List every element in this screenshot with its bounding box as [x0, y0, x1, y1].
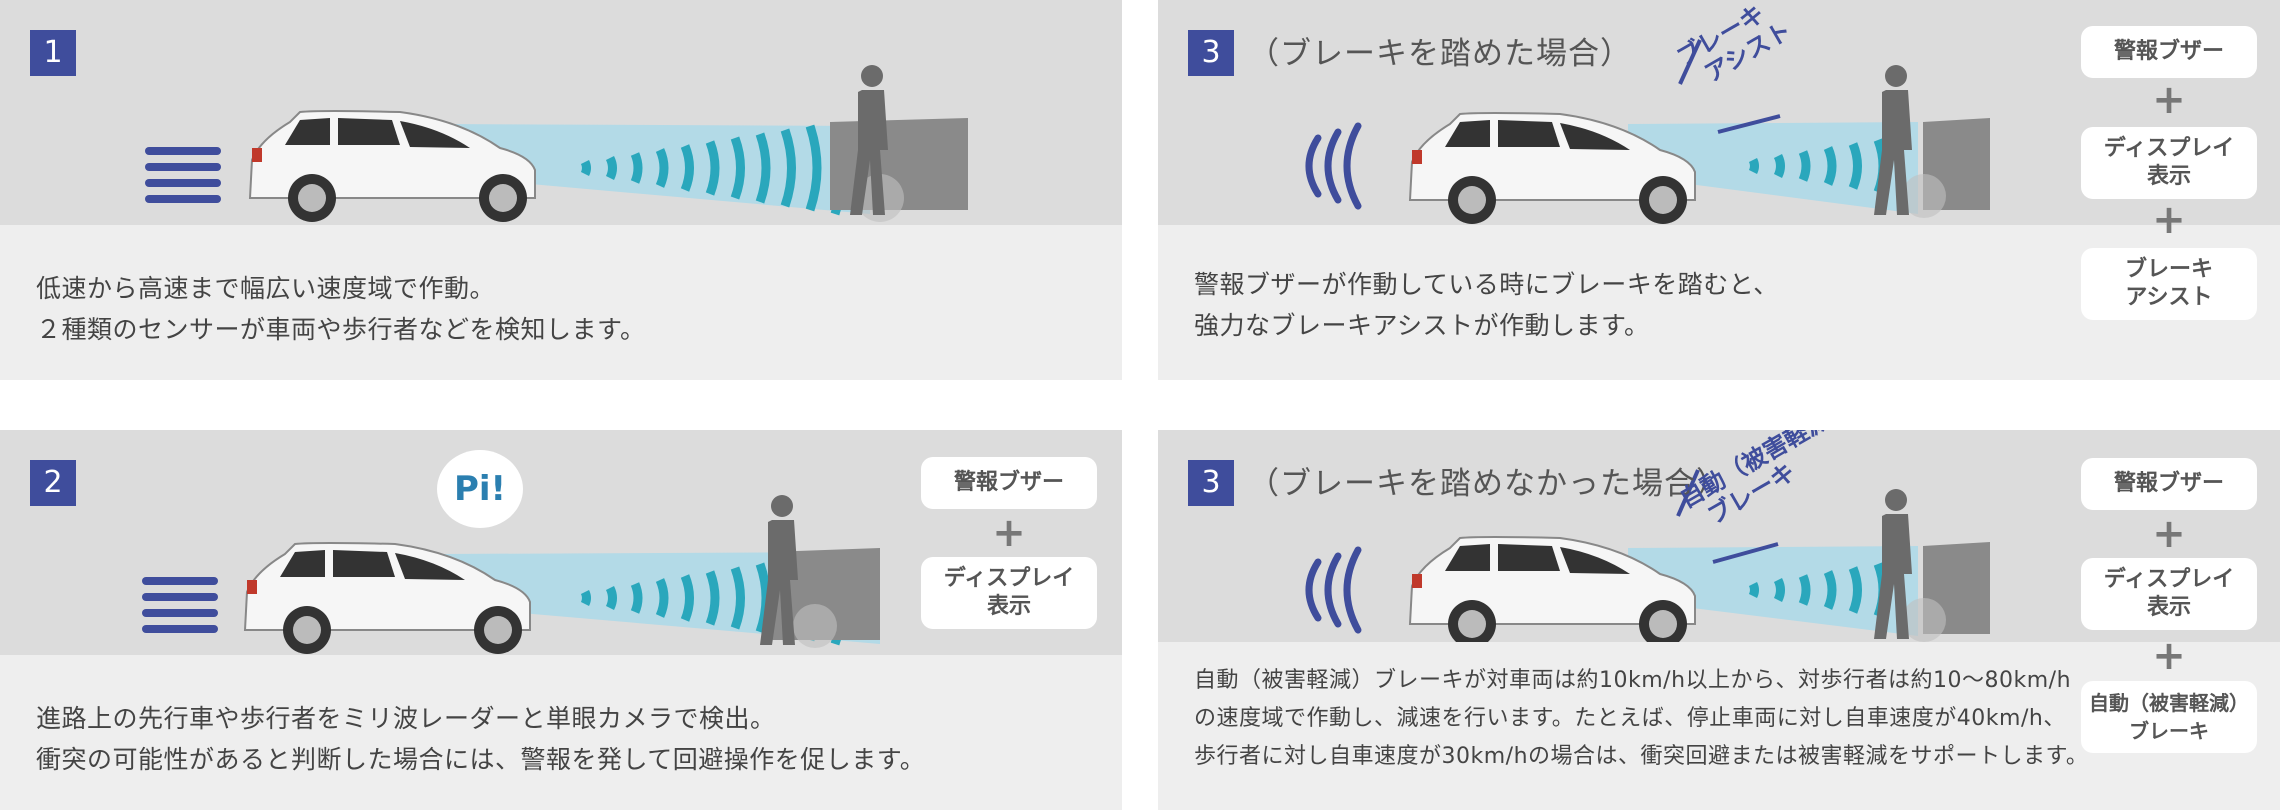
scene-3a-graphic	[1305, 39, 1990, 224]
description-1: 低速から高速まで幅広い速度域で作動。 ２種類のセンサーが車両や歩行者などを検知し…	[0, 225, 1122, 380]
buzzer-sound-icon	[1305, 546, 1362, 634]
panel-2: Pi! 2 警報ブザー + ディスプレイ 表示 進路上の先行車や歩行者をミリ波レ…	[0, 430, 1122, 810]
step-number: 3	[1188, 30, 1234, 76]
plus-sign: +	[2152, 633, 2186, 679]
scene-3b: 3 （ブレーキを踏めなかった場合） 自動（被害軽減） ブレーキ 警報ブザー + …	[1158, 430, 2280, 642]
alert-box-buzzer: 警報ブザー	[921, 457, 1097, 509]
description-3b: + 自動（被害軽減） ブレーキ 自動（被害軽減）ブレーキが対車両は約10km/h…	[1158, 636, 2280, 810]
car-icon	[243, 542, 531, 654]
step-number: 2	[30, 460, 76, 506]
plus-sign: +	[2152, 77, 2186, 123]
description-line: 警報ブザーが作動している時にブレーキを踏むと、	[1194, 270, 1779, 299]
radar-beam	[1628, 546, 1918, 636]
car-icon	[1408, 112, 1696, 224]
plus-sign: +	[992, 510, 1026, 556]
alert-box-auto-brake: 自動（被害軽減） ブレーキ	[2081, 681, 2257, 753]
step-number: 3	[1188, 460, 1234, 506]
scene-3a: 3 （ブレーキを踏めた場合） ブレーキ アシスト 警報ブザー + ディスプレイ …	[1158, 0, 2280, 225]
pedestrian-icon	[760, 495, 798, 645]
alert-box-display: ディスプレイ 表示	[921, 557, 1097, 629]
scene-1: 1	[0, 0, 1122, 225]
pedestrian-icon	[1874, 65, 1912, 215]
description-line: 強力なブレーキアシストが作動します。	[1194, 311, 1650, 340]
description-line: 自動（被害軽減）ブレーキが対車両は約10km/h以上から、対歩行者は約10〜80…	[1194, 668, 2072, 693]
scene-2: Pi! 2 警報ブザー + ディスプレイ 表示	[0, 430, 1122, 655]
description-line: 衝突の可能性があると判断した場合には、警報を発して回避操作を促します。	[36, 745, 926, 774]
panel-1: 1 低速から高速まで幅広い速度域で作動。 ２種類のセンサーが車両や歩行者などを検…	[0, 0, 1122, 380]
alert-box-buzzer: 警報ブザー	[2081, 26, 2257, 78]
buzzer-sound-icon	[1305, 122, 1362, 210]
description-line: 進路上の先行車や歩行者をミリ波レーダーと単眼カメラで検出。	[36, 704, 776, 733]
obstacle-vehicle-icon	[1902, 118, 1990, 218]
panel-3-brake-not-pressed: 3 （ブレーキを踏めなかった場合） 自動（被害軽減） ブレーキ 警報ブザー + …	[1158, 430, 2280, 810]
brake-mark-lines	[1676, 469, 1779, 564]
description-line: ２種類のセンサーが車両や歩行者などを検知します。	[36, 315, 646, 344]
panel-3-brake-pressed: 3 （ブレーキを踏めた場合） ブレーキ アシスト 警報ブザー + ディスプレイ …	[1158, 0, 2280, 380]
speed-lines-icon	[145, 147, 221, 203]
alert-box-buzzer: 警報ブザー	[2081, 458, 2257, 510]
description-line: 歩行者に対し自車速度が30km/hの場合は、衝突回避または被害軽減をサポートしま…	[1194, 744, 2089, 769]
alert-box-display: ディスプレイ 表示	[2081, 127, 2257, 199]
scene-1-graphic	[145, 65, 968, 222]
scene-2-graphic	[142, 495, 880, 654]
radar-beam	[1628, 122, 1918, 214]
panel-heading: （ブレーキを踏めた場合）	[1248, 36, 1632, 72]
obstacle-vehicle-icon	[1902, 542, 1990, 642]
plus-sign: +	[2152, 197, 2186, 243]
speed-lines-icon	[142, 577, 218, 633]
buzzer-bubble: Pi!	[437, 450, 523, 528]
pedestrian-icon	[850, 65, 888, 215]
plus-sign: +	[2152, 511, 2186, 557]
car-icon	[248, 110, 536, 222]
panel-heading: （ブレーキを踏めなかった場合）	[1248, 466, 1728, 502]
description-3a: + ブレーキ アシスト 警報ブザーが作動している時にブレーキを踏むと、 強力なブ…	[1158, 200, 2280, 380]
alert-box-display: ディスプレイ 表示	[2081, 558, 2257, 630]
pedestrian-icon	[1874, 489, 1912, 639]
obstacle-vehicle-icon	[830, 118, 968, 222]
brake-mark-lines	[1678, 39, 1781, 134]
obstacle-vehicle-icon	[770, 548, 880, 648]
alert-box-brake-assist: ブレーキ アシスト	[2081, 248, 2257, 320]
description-2: 進路上の先行車や歩行者をミリ波レーダーと単眼カメラで検出。 衝突の可能性があると…	[0, 655, 1122, 810]
step-number: 1	[30, 30, 76, 76]
description-line: 低速から高速まで幅広い速度域で作動。	[36, 274, 496, 303]
description-line: の速度域で作動し、減速を行います。たとえば、停止車両に対し自車速度が40km/h…	[1194, 706, 2066, 731]
scene-3b-graphic	[1305, 469, 1990, 642]
car-icon	[1408, 536, 1696, 642]
